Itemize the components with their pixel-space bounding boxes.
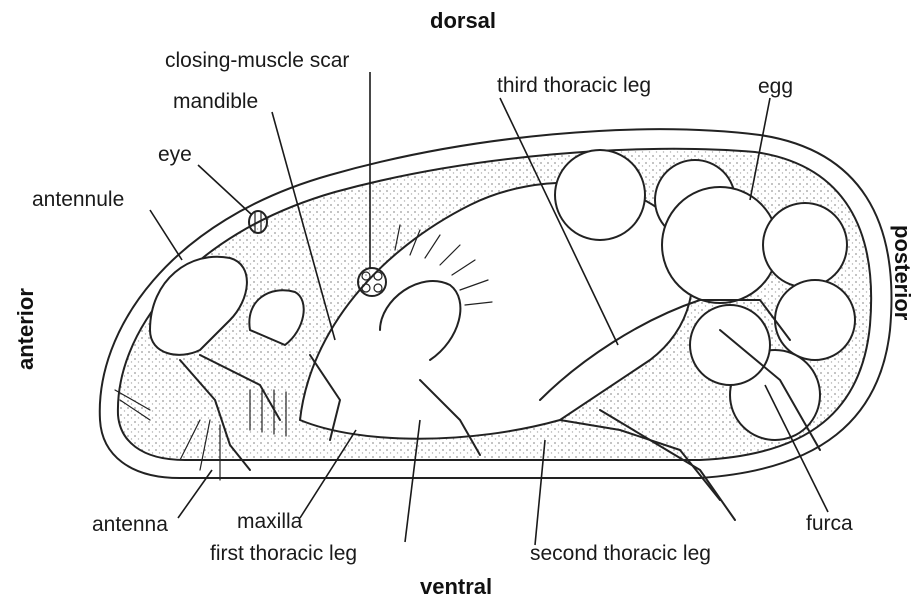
label-second-thoracic-leg: second thoracic leg: [530, 542, 711, 565]
label-maxilla: maxilla: [237, 510, 303, 533]
direction-anterior: anterior: [13, 288, 38, 370]
label-furca: furca: [806, 512, 853, 535]
direction-dorsal: dorsal: [430, 8, 496, 33]
label-first-thoracic-leg: first thoracic leg: [210, 542, 357, 565]
label-antenna: antenna: [92, 513, 168, 536]
label-third-thoracic-leg: third thoracic leg: [497, 74, 651, 97]
label-mandible: mandible: [173, 90, 258, 113]
direction-posterior: posterior: [890, 225, 915, 321]
direction-ventral: ventral: [420, 574, 492, 599]
label-closing-muscle-scar: closing-muscle scar: [165, 49, 349, 72]
leader-antennule: [150, 210, 182, 260]
label-antennule: antennule: [32, 188, 124, 211]
label-eye: eye: [158, 143, 192, 166]
leader-eye: [198, 165, 252, 215]
label-egg: egg: [758, 75, 793, 98]
